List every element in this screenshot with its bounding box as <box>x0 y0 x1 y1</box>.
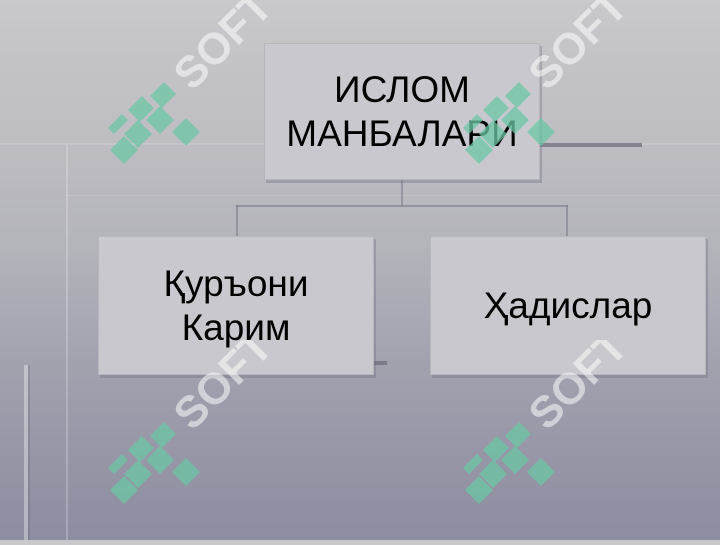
child-node-label: Қуръони Карим <box>163 262 309 348</box>
background-line <box>24 365 28 540</box>
watermark-mark <box>465 436 509 504</box>
watermark-text: SOFT <box>164 0 280 99</box>
connector-line <box>236 205 568 207</box>
background-line <box>66 145 68 540</box>
watermark-mark <box>108 422 200 486</box>
watermark-mark <box>463 422 555 486</box>
connector-line <box>373 361 387 365</box>
watermark-logo: SOFT <box>80 0 282 200</box>
child-node-hadith: Ҳадислар <box>430 236 706 375</box>
background-line <box>66 195 720 196</box>
background-line <box>28 365 30 540</box>
connector-line <box>540 143 642 147</box>
watermark-mark <box>110 436 154 504</box>
root-node: ИСЛОМ МАНБАЛАРИ <box>264 43 540 180</box>
watermark-mark <box>108 82 200 146</box>
child-node-label: Ҳадислар <box>483 284 653 326</box>
watermark-icon: SOFT <box>108 0 282 164</box>
connector-line <box>236 205 238 236</box>
connector-line <box>401 179 403 206</box>
connector-line <box>566 205 568 236</box>
root-node-label: ИСЛОМ МАНБАЛАРИ <box>286 68 518 154</box>
child-node-quran: Қуръони Карим <box>98 236 374 375</box>
watermark-mark <box>110 96 154 164</box>
